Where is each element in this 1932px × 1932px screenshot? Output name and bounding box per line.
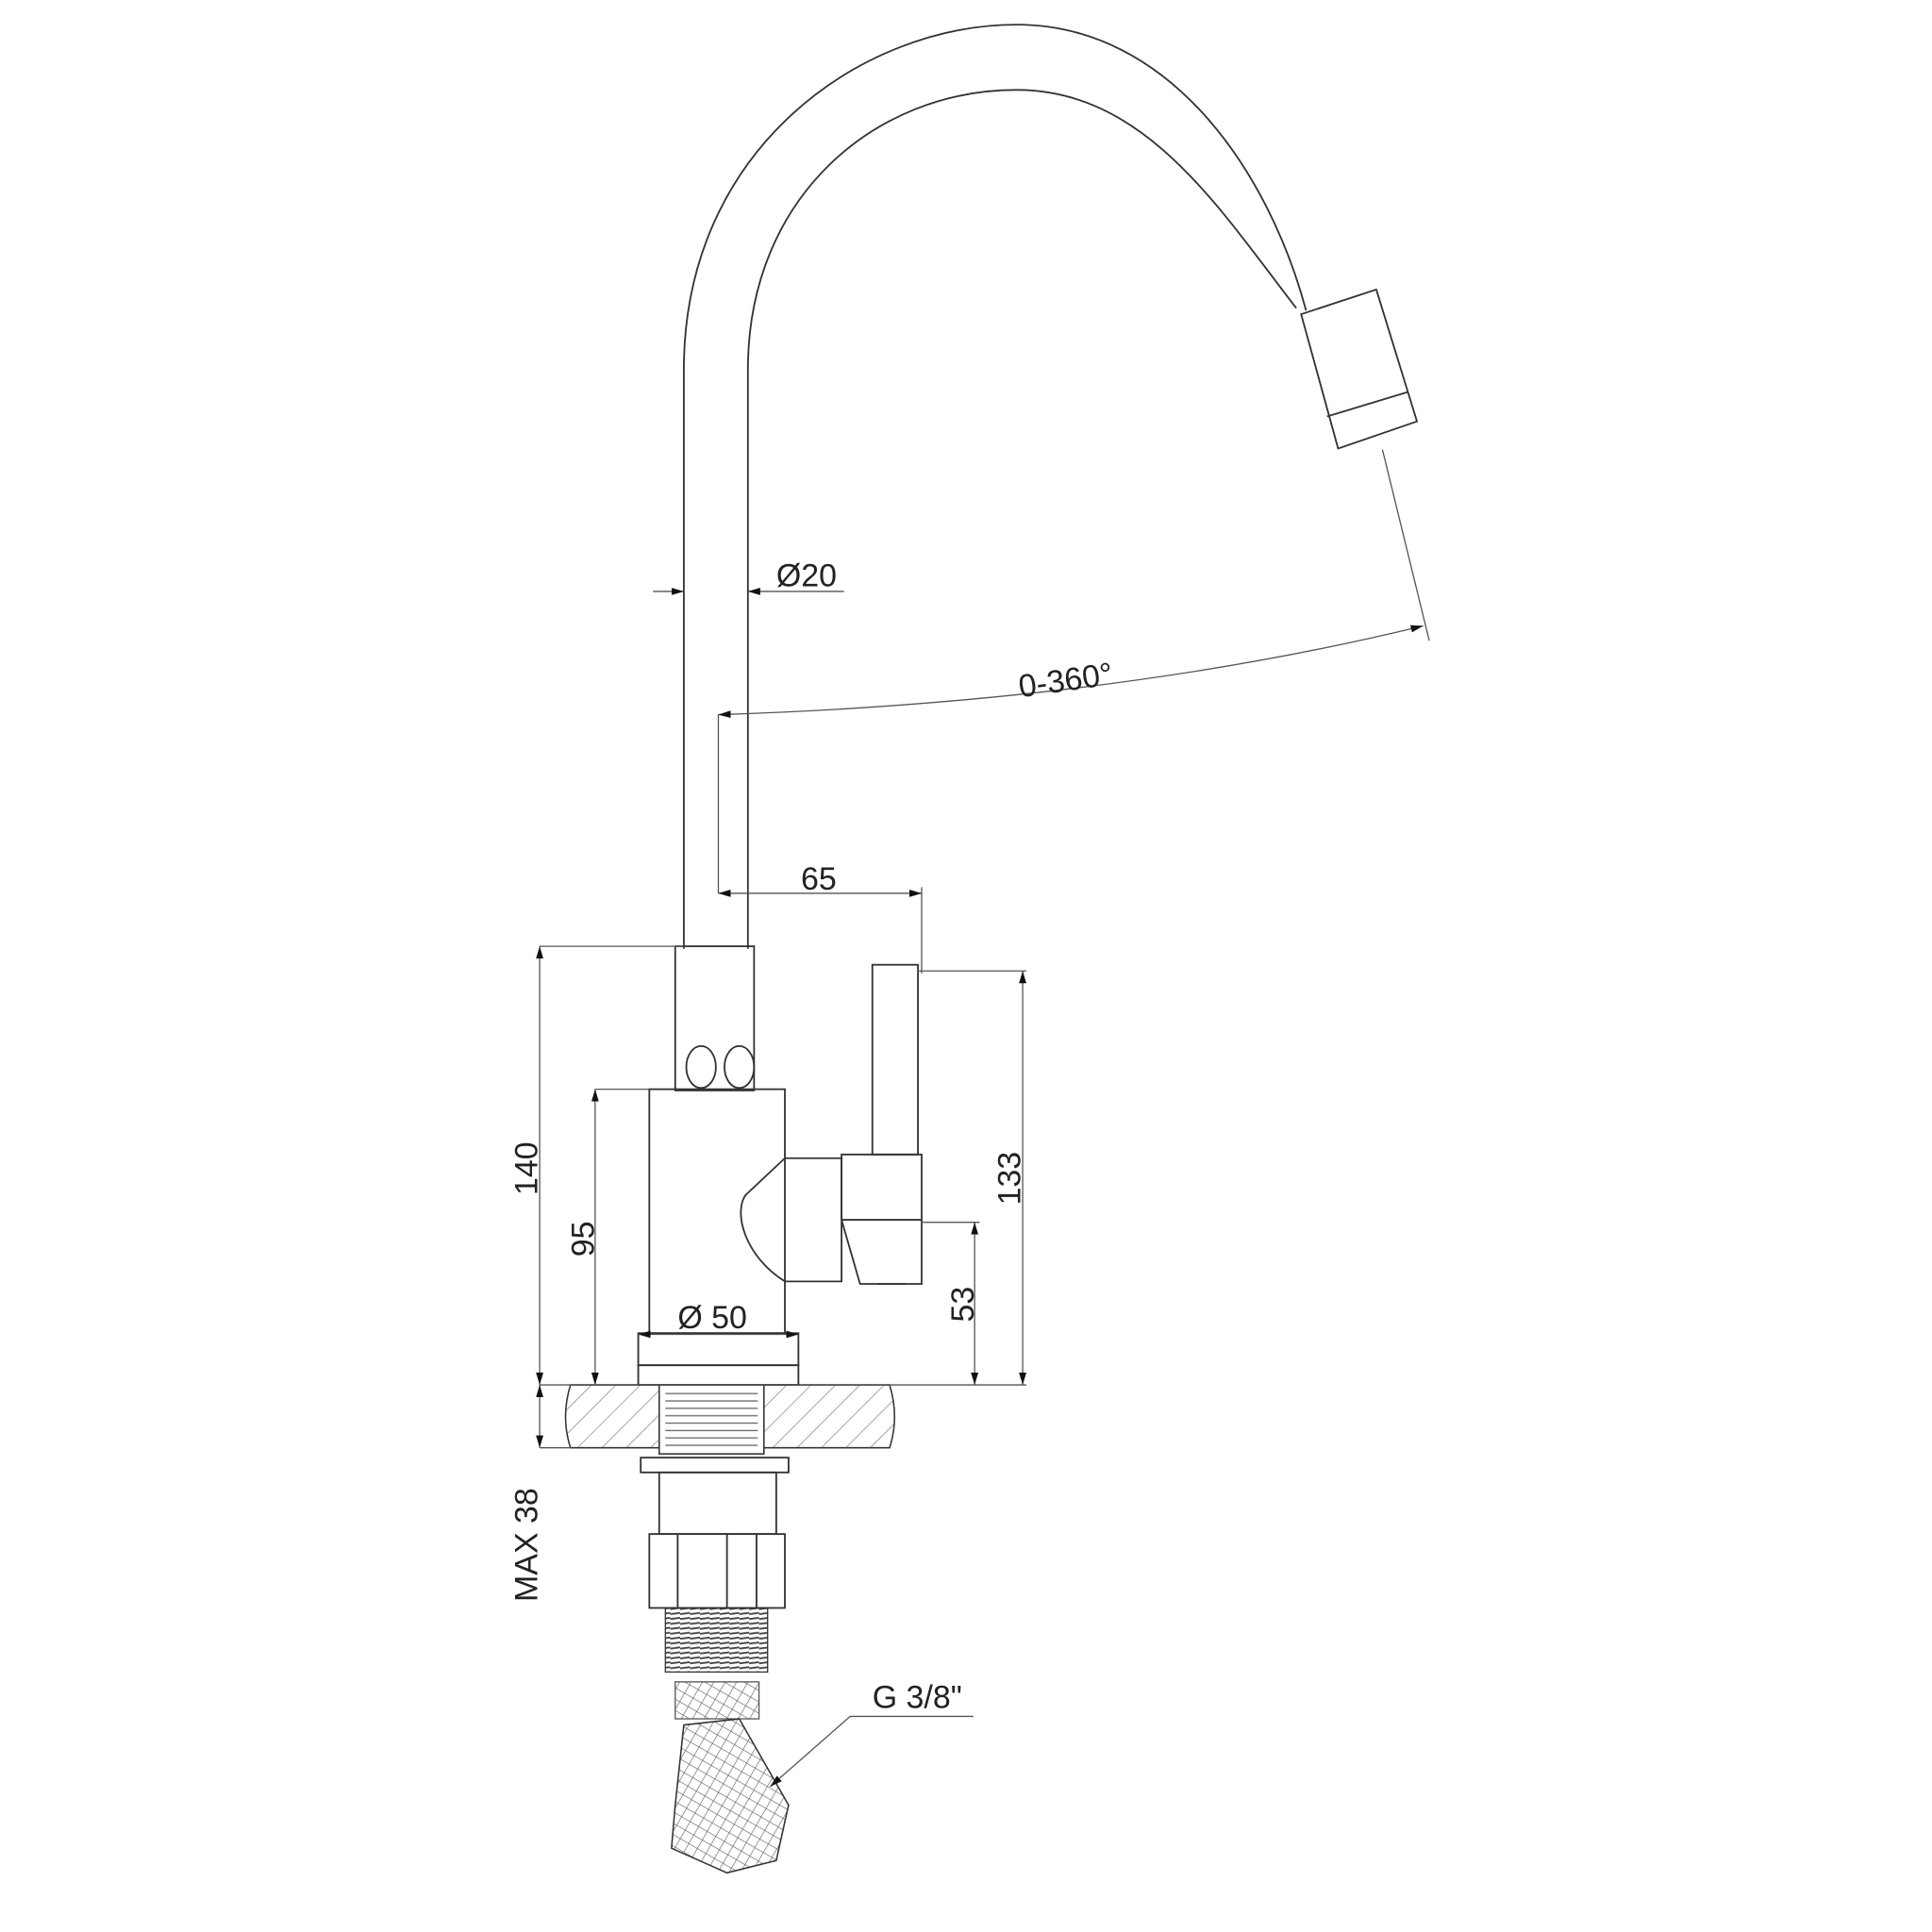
label-rotation: 0-360° — [1016, 657, 1115, 706]
label-base-diameter: Ø 50 — [677, 1300, 747, 1336]
spout — [682, 24, 1419, 949]
label-spout-diameter: Ø20 — [776, 558, 837, 594]
label-body-height: 95 — [566, 1221, 602, 1257]
label-max-counter-thickness: MAX 38 — [508, 1488, 544, 1602]
dimension-lines — [536, 449, 1430, 1788]
label-handle-height: 133 — [991, 1152, 1027, 1206]
label-handle-base-height: 53 — [945, 1287, 981, 1323]
faucet-body — [648, 1088, 842, 1335]
aerator-nozzle — [1300, 288, 1419, 450]
spout-collar — [674, 945, 756, 1091]
label-total-height: 140 — [508, 1141, 544, 1195]
label-connection-thread: G 3/8" — [873, 1679, 962, 1715]
lever-handle — [841, 963, 923, 1285]
hose-fitting — [671, 1718, 790, 1874]
countertop-section — [564, 1384, 895, 1456]
label-spout-reach: 65 — [801, 861, 837, 897]
base-ring — [637, 1332, 800, 1386]
mounting-hardware — [640, 1457, 790, 1874]
